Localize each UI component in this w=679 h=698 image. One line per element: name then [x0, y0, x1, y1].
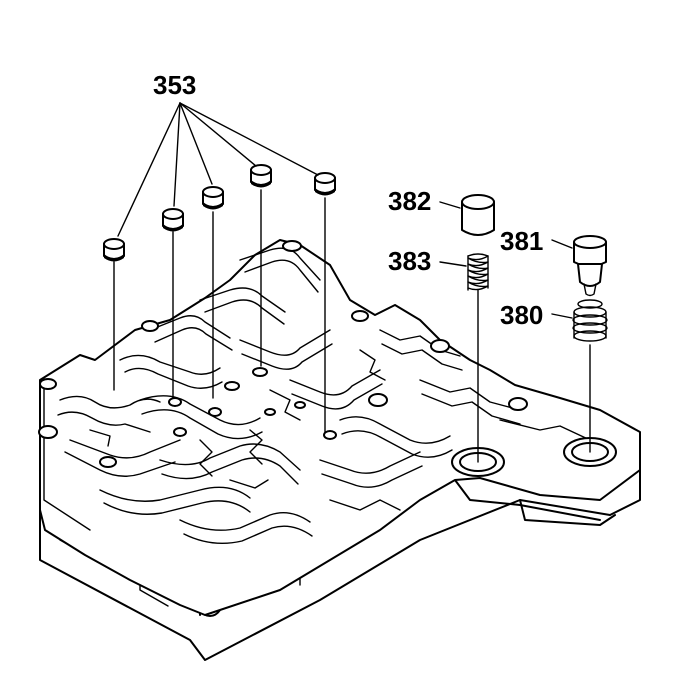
check-ball-group	[103, 164, 336, 262]
leader-380	[551, 313, 573, 319]
callout-label-382: 382	[388, 186, 431, 216]
check-ball-2	[162, 208, 184, 232]
leader-383	[439, 261, 467, 267]
spacer-plate	[39, 239, 641, 616]
leader-381	[551, 239, 573, 249]
leader-382	[439, 201, 461, 209]
check-ball-4	[250, 164, 272, 188]
check-ball-5	[314, 172, 336, 196]
callout-353-leaders	[117, 102, 319, 237]
callout-label-381: 381	[500, 226, 543, 256]
check-ball-1	[103, 238, 125, 262]
spring-380	[572, 299, 608, 342]
spring-383	[467, 253, 489, 291]
callout-label-383: 383	[388, 246, 431, 276]
fluid-passages	[57, 247, 591, 544]
valve-382	[461, 194, 495, 236]
check-ball-3	[202, 186, 224, 210]
callout-label-353: 353	[153, 70, 196, 100]
callout-label-380: 380	[500, 300, 543, 330]
valve-381	[573, 235, 607, 297]
assembly-axis-lines	[113, 189, 591, 463]
plate-holes	[38, 240, 528, 468]
